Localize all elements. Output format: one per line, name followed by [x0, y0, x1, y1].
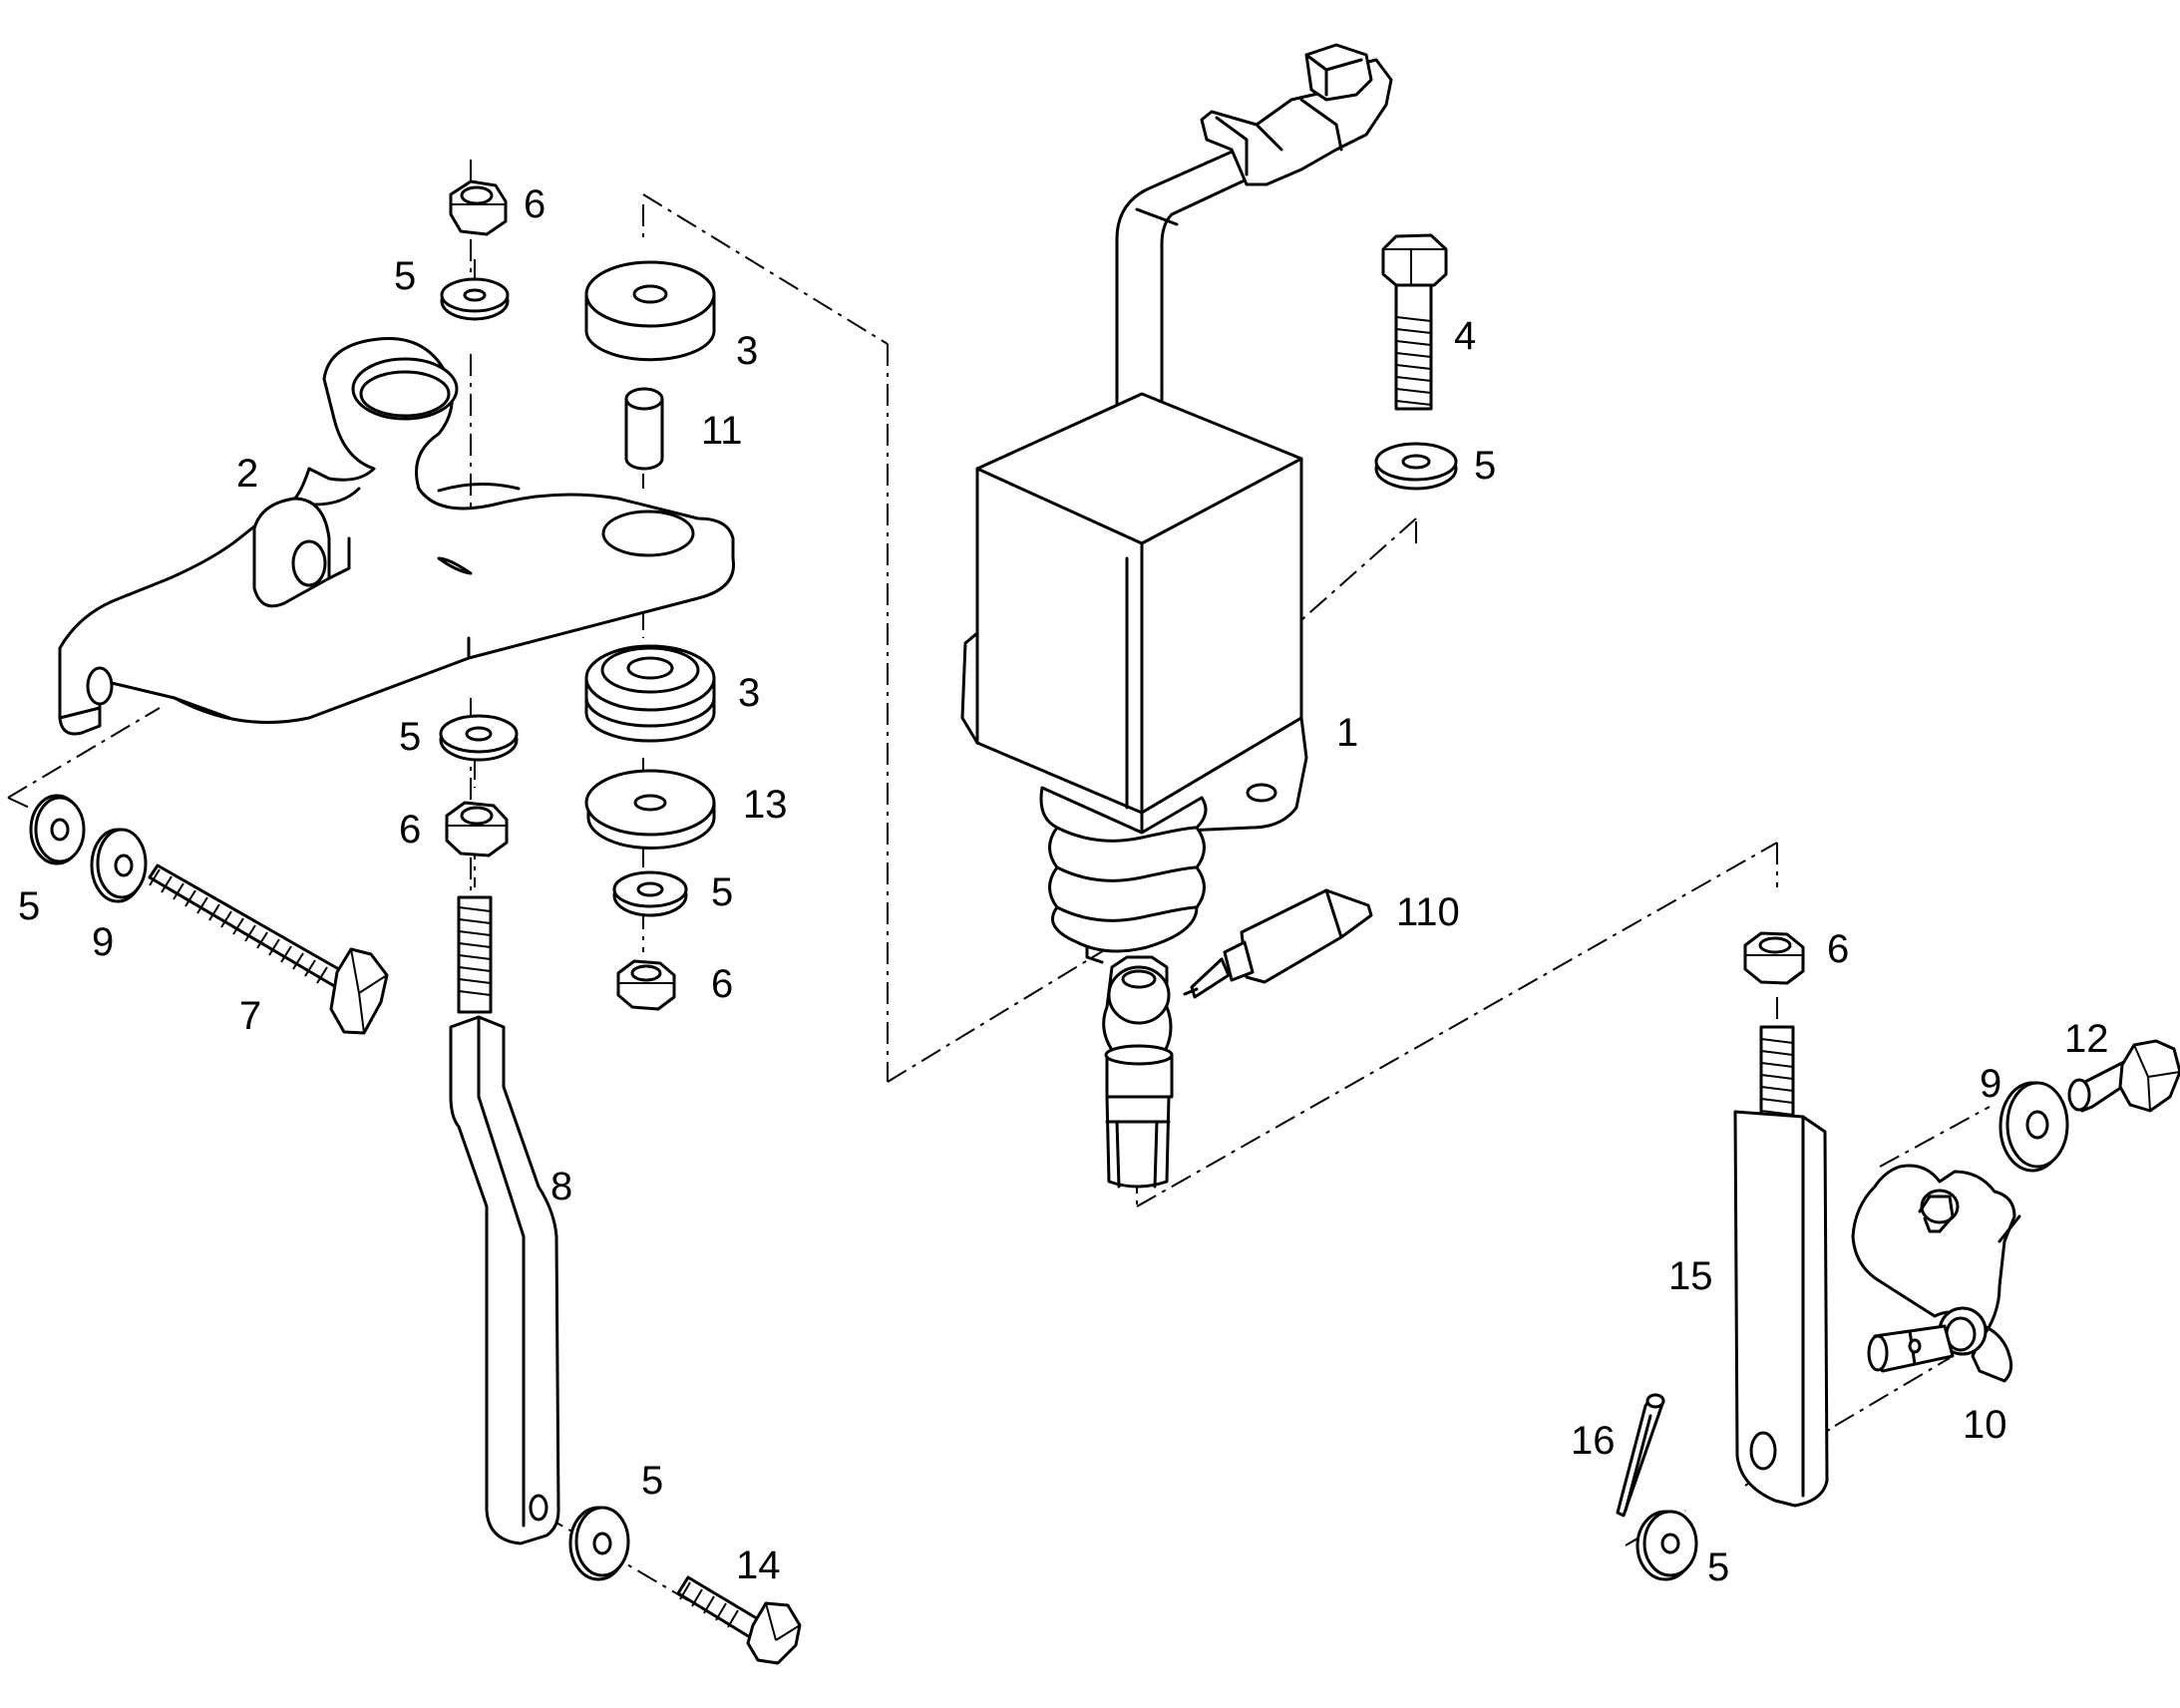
hex-nut-6-top	[449, 179, 508, 236]
callout-110: 110	[1396, 890, 1460, 934]
rubber-mount-3-top	[584, 260, 716, 362]
sleeve-11	[624, 387, 664, 471]
hex-nut-6-right	[1743, 931, 1805, 985]
callout-14: 14	[736, 1543, 781, 1587]
callout-5-middle: 5	[399, 715, 421, 759]
callout-2: 2	[236, 452, 258, 496]
callout-13: 13	[743, 783, 788, 827]
callout-1: 1	[1336, 711, 1358, 755]
solenoid-1	[960, 43, 1393, 964]
washer-5-middle-left	[439, 714, 519, 762]
callout-5-under-13: 5	[711, 870, 733, 914]
callout-10: 10	[1963, 1403, 2007, 1447]
callout-5-top: 5	[394, 254, 416, 298]
rod-15	[1733, 1025, 1829, 1508]
callout-3-middle: 3	[738, 671, 760, 715]
callout-9-right: 9	[1980, 1062, 2001, 1106]
callout-7: 7	[239, 994, 261, 1038]
rubber-mount-3-middle	[584, 644, 716, 743]
callout-labels: 6 5 3 11 2 3 5 13 6 5 6 5 9 7 8 5 14 4 5…	[18, 182, 2109, 1589]
callout-15: 15	[1668, 1254, 1713, 1298]
washer-9-right	[1998, 1081, 2069, 1173]
callout-6-right: 6	[1827, 927, 1849, 971]
sealant-tube-110	[1183, 888, 1373, 999]
callout-6-middle: 6	[399, 808, 421, 852]
washer-13	[584, 769, 716, 850]
callout-5-right-top: 5	[1474, 444, 1496, 488]
lever-10	[1851, 1164, 2021, 1383]
callout-8: 8	[550, 1165, 572, 1208]
bolt-4	[1381, 233, 1448, 411]
washer-5-left	[29, 794, 86, 865]
callout-6-top: 6	[524, 182, 545, 226]
rod-8	[449, 895, 560, 1545]
washer-5-bottom-right	[1635, 1510, 1698, 1581]
callout-4: 4	[1454, 314, 1476, 358]
washer-5-under-13	[612, 870, 688, 917]
callout-16: 16	[1571, 1419, 1616, 1463]
callout-12: 12	[2064, 1017, 2109, 1061]
callout-3-top: 3	[736, 329, 758, 373]
callout-5-left: 5	[18, 884, 40, 928]
washer-5-top	[440, 277, 510, 321]
assembly-lines	[7, 160, 2005, 1601]
bolt-7	[148, 863, 389, 1035]
callout-5-bottom-right: 5	[1707, 1545, 1729, 1589]
callout-9-left: 9	[92, 920, 114, 964]
callout-5-bottom-left: 5	[641, 1459, 663, 1503]
bolt-14	[676, 1575, 802, 1665]
washer-9-left	[90, 828, 148, 903]
bolt-12	[2067, 1039, 2180, 1113]
cotter-pin-16	[1616, 1393, 1665, 1518]
bracket-2	[58, 337, 736, 736]
washer-5-bottom-left	[568, 1506, 630, 1581]
callout-11: 11	[701, 409, 743, 453]
callout-6-bottom-middle: 6	[711, 962, 733, 1006]
hex-nut-6-bottom-middle	[616, 959, 676, 1011]
washer-5-right-top	[1374, 442, 1458, 491]
ball-joint	[1102, 955, 1174, 1189]
hex-nut-6-middle-left	[445, 801, 509, 857]
